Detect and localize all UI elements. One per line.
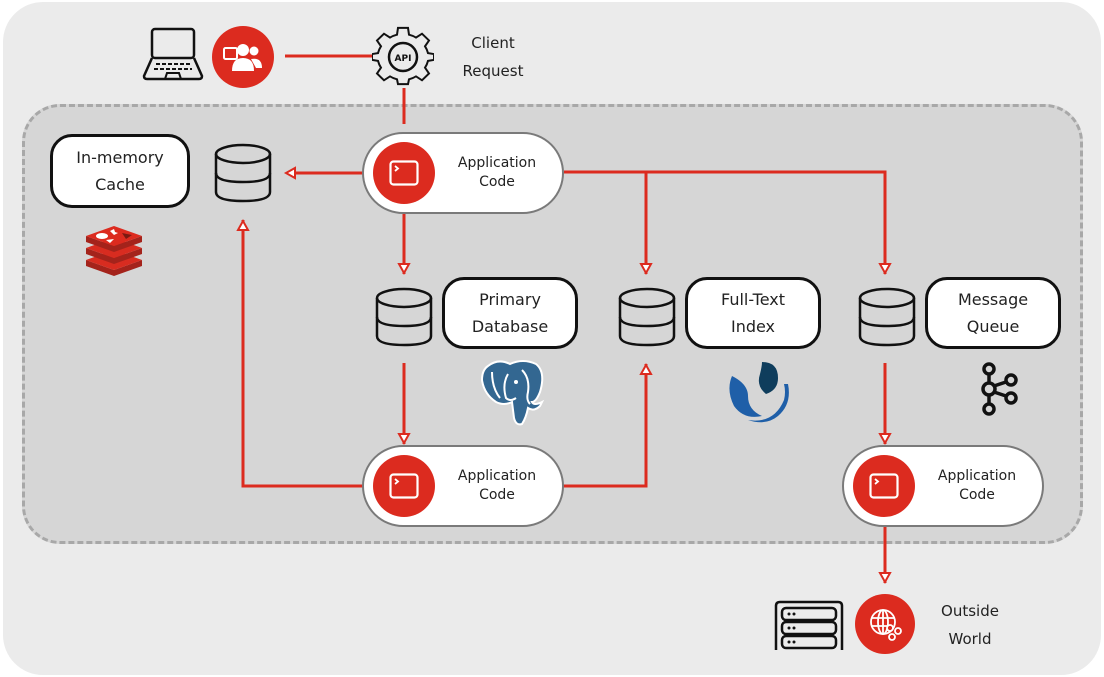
outside-label-line2: World	[948, 630, 992, 648]
cache-label-line2: Cache	[95, 175, 145, 194]
cache-database-icon	[213, 142, 273, 204]
in-memory-cache-label: In-memory Cache	[50, 134, 190, 208]
app-middle-label-line2: Code	[479, 487, 515, 503]
message-queue-label: Message Queue	[925, 277, 1061, 349]
kafka-logo	[980, 362, 1020, 416]
application-code-node-middle: Application Code	[362, 445, 564, 527]
client-request-label: Client Request	[440, 29, 546, 85]
primary-label-line2: Database	[471, 317, 549, 336]
primary-database-icon	[374, 286, 434, 348]
app-right-label-line1: Application	[937, 468, 1017, 484]
primary-database-label: Primary Database	[442, 277, 578, 349]
queue-label-line2: Queue	[966, 317, 1020, 336]
postgresql-logo	[478, 358, 548, 426]
primary-label-line1: Primary	[479, 290, 541, 309]
client-label-line1: Client	[471, 34, 515, 52]
users-icon	[212, 26, 274, 88]
fulltext-label-line2: Index	[730, 317, 776, 336]
app-right-label-line2: Code	[959, 487, 995, 503]
terminal-icon	[373, 142, 435, 204]
redis-logo	[84, 226, 144, 276]
app-top-label-line2: Code	[479, 174, 515, 190]
app-middle-label-line1: Application	[457, 468, 537, 484]
server-rack-icon	[774, 600, 844, 652]
globe-network-icon	[855, 594, 915, 654]
fulltext-database-icon	[617, 286, 677, 348]
solr-logo	[726, 360, 792, 424]
app-top-label-line1: Application	[457, 155, 537, 171]
laptop-icon	[142, 26, 204, 82]
outside-world-label: Outside World	[920, 597, 1020, 653]
cache-label-line1: In-memory	[76, 148, 164, 167]
application-code-node-right: Application Code	[842, 445, 1044, 527]
terminal-icon	[853, 455, 915, 517]
application-code-node-top: Application Code	[362, 132, 564, 214]
fulltext-label-line1: Full-Text	[720, 290, 786, 309]
api-gear-icon: API	[371, 26, 435, 88]
outside-label-line1: Outside	[941, 602, 999, 620]
client-label-line2: Request	[462, 62, 524, 80]
queue-database-icon	[857, 286, 917, 348]
queue-label-line1: Message	[957, 290, 1029, 309]
fulltext-index-label: Full-Text Index	[685, 277, 821, 349]
svg-text:API: API	[395, 54, 412, 64]
terminal-icon	[373, 455, 435, 517]
